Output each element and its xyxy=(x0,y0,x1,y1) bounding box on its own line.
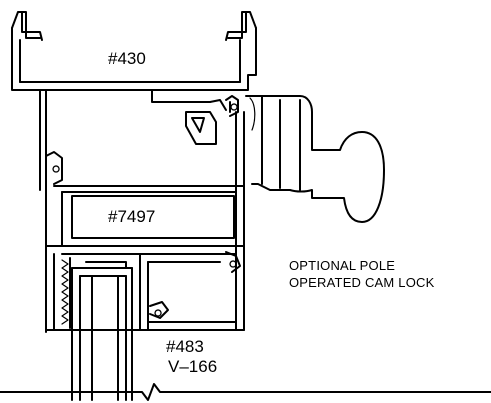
label-rail-7497: #7497 xyxy=(108,207,155,226)
vertical-member-483 xyxy=(71,261,133,401)
cam-lock-handle xyxy=(245,95,385,223)
label-part-483: #483 xyxy=(166,337,204,356)
sash-frame xyxy=(39,89,245,331)
label-part-v166: V–166 xyxy=(168,357,217,376)
ground-line xyxy=(0,383,491,401)
snap-clip-upper xyxy=(225,95,239,117)
note-line-1: OPTIONAL POLE xyxy=(289,258,395,273)
head-frame-430 xyxy=(11,11,257,91)
rail-7497 xyxy=(45,185,245,255)
note-line-2: OPERATED CAM LOCK xyxy=(289,275,435,290)
label-frame-430: #430 xyxy=(108,49,146,68)
snap-clip-left xyxy=(45,151,63,185)
